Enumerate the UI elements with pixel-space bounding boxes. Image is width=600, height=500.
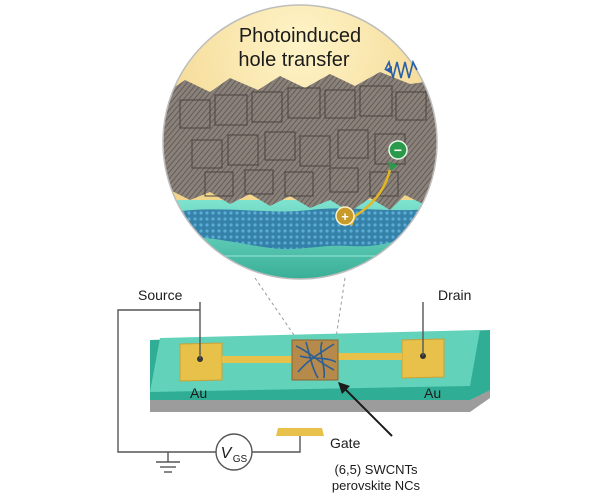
gate-label: Gate [330,435,361,451]
zoom-circle: − + Photoinduced hole transfer [162,4,438,280]
drain-label: Drain [438,287,471,303]
drain-lead [336,353,402,360]
zoom-indicator-lines [254,277,346,339]
channel-pointer-arrow [338,382,393,437]
electron-particle: − [388,140,408,160]
source-lead [222,356,294,363]
zoom-title-line2: hole transfer [238,49,350,71]
swcnt-network [175,208,437,250]
device-stack [150,330,490,436]
source-label: Source [138,287,183,303]
voltage-source: V GS [215,433,253,471]
svg-text:GS: GS [233,454,248,465]
au-label-left: Au [190,385,207,401]
perovskite-nanocrystals [163,72,437,212]
hole-transfer-arrow [351,169,392,220]
zoom-title-line1: Photoinduced [239,25,361,47]
wavy-light-arrow-icon [384,59,418,79]
circuit-wires [117,302,424,462]
svg-text:−: − [394,142,402,158]
hole-particle: + [335,206,355,226]
ground-symbol-icon [156,461,180,473]
source-electrode [179,342,223,382]
svg-text:V: V [221,445,233,462]
channel-label-line1: (6,5) SWCNTs [334,462,418,477]
channel-label-line2: perovskite NCs [332,478,421,493]
au-label-right: Au [424,385,441,401]
gate-electrode [276,428,324,436]
channel-film [291,339,339,381]
svg-text:+: + [341,209,349,224]
